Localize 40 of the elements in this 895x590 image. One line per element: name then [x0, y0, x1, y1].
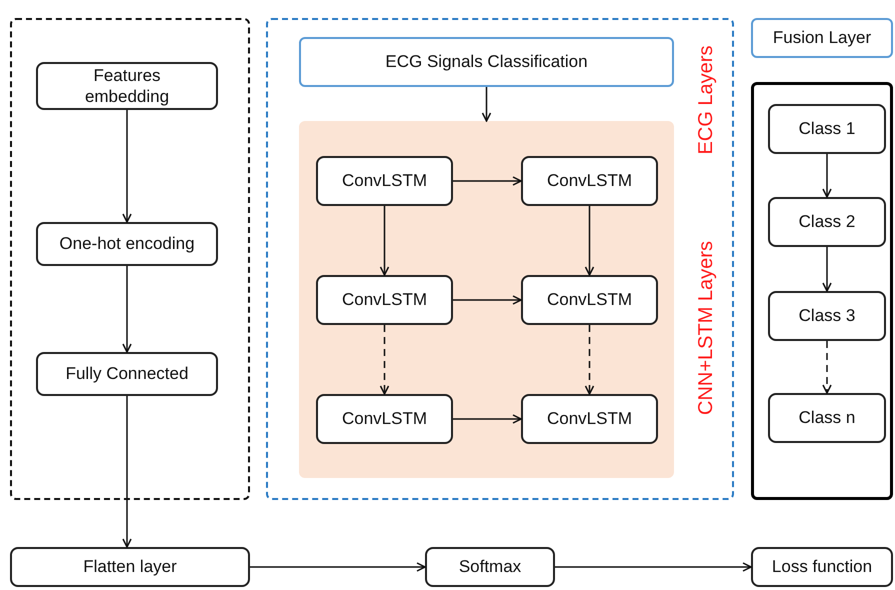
process-box: Loss function — [751, 547, 893, 587]
process-box: Features embedding — [36, 62, 218, 110]
dashed-group-frame — [266, 18, 734, 500]
dashed-group-frame — [10, 18, 250, 500]
arrow — [122, 266, 132, 353]
arrow — [584, 206, 594, 276]
arrow — [122, 396, 132, 548]
process-box: Softmax — [425, 547, 555, 587]
arrow — [380, 206, 390, 276]
process-box: One-hot encoding — [36, 222, 218, 266]
process-box: ConvLSTM — [316, 394, 453, 444]
arrow — [250, 562, 426, 572]
arrow — [822, 247, 832, 292]
arrow — [482, 87, 492, 122]
panel-background — [299, 121, 674, 478]
arrow — [555, 562, 752, 572]
arrow — [822, 154, 832, 198]
process-box: ConvLSTM — [521, 156, 658, 206]
arrow — [122, 110, 132, 223]
process-box: ConvLSTM — [316, 275, 453, 325]
process-box: Fully Connected — [36, 352, 218, 396]
arrow — [584, 325, 594, 395]
process-box: ConvLSTM — [521, 394, 658, 444]
process-box: Class 1 — [768, 104, 886, 154]
vertical-label: ECG Layers — [694, 46, 718, 154]
arrow — [453, 414, 522, 424]
process-box: Flatten layer — [10, 547, 250, 587]
arrow — [453, 295, 522, 305]
process-box: ECG Signals Classification — [299, 37, 674, 87]
vertical-label: CNN+LSTM Layers — [694, 241, 718, 415]
arrow — [453, 176, 522, 186]
process-box: ConvLSTM — [316, 156, 453, 206]
process-box: Class 3 — [768, 291, 886, 341]
process-box: ConvLSTM — [521, 275, 658, 325]
group-frame — [751, 82, 893, 500]
process-box: Class n — [768, 393, 886, 443]
process-box: Class 2 — [768, 197, 886, 247]
arrow — [380, 325, 390, 395]
process-box: Fusion Layer — [751, 18, 893, 58]
arrow — [822, 341, 832, 394]
